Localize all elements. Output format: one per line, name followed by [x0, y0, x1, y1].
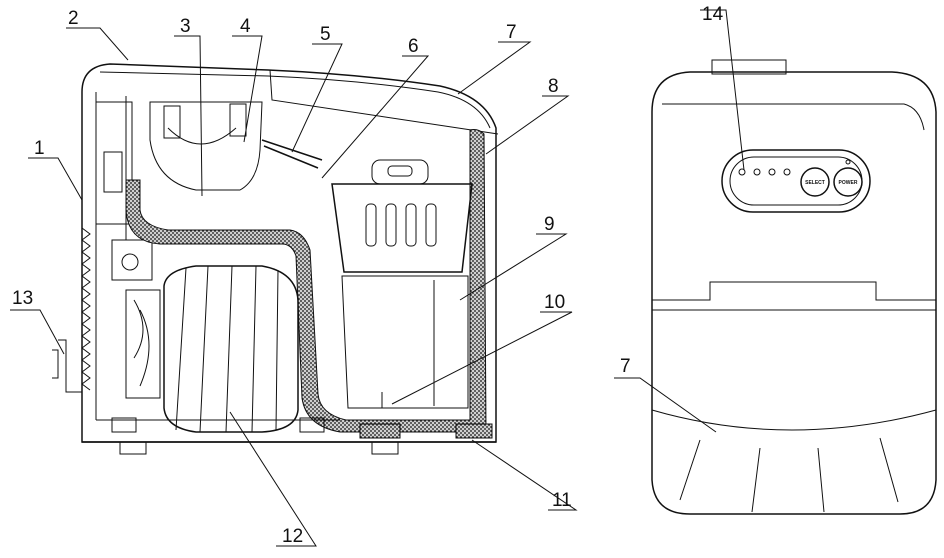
- callout-6: 6: [408, 36, 419, 57]
- callout-3: 3: [180, 16, 191, 37]
- callout-9: 9: [544, 214, 555, 235]
- callout-11: 11: [552, 490, 572, 511]
- callout-14: 14: [702, 4, 724, 25]
- select-button-label: SELECT: [805, 180, 825, 186]
- callout-4: 4: [240, 16, 251, 37]
- callout-10: 10: [544, 292, 565, 313]
- callout-5: 5: [320, 24, 331, 45]
- leader-lines: [10, 9, 745, 547]
- cross-section-view: [52, 63, 499, 455]
- callout-13: 13: [12, 288, 33, 309]
- callout-12: 12: [282, 526, 303, 547]
- power-button-label: POWER: [839, 180, 858, 186]
- callout-7: 7: [506, 22, 517, 43]
- front-view: SELECT POWER: [651, 59, 937, 515]
- callout-8: 8: [548, 76, 559, 97]
- callout-7-front: 7: [620, 356, 631, 377]
- callout-labels: 1 2 3 4 5 6 7 8 9 10 11 12 13 14 7: [12, 4, 724, 547]
- callout-1: 1: [34, 138, 45, 159]
- callout-2: 2: [68, 8, 79, 29]
